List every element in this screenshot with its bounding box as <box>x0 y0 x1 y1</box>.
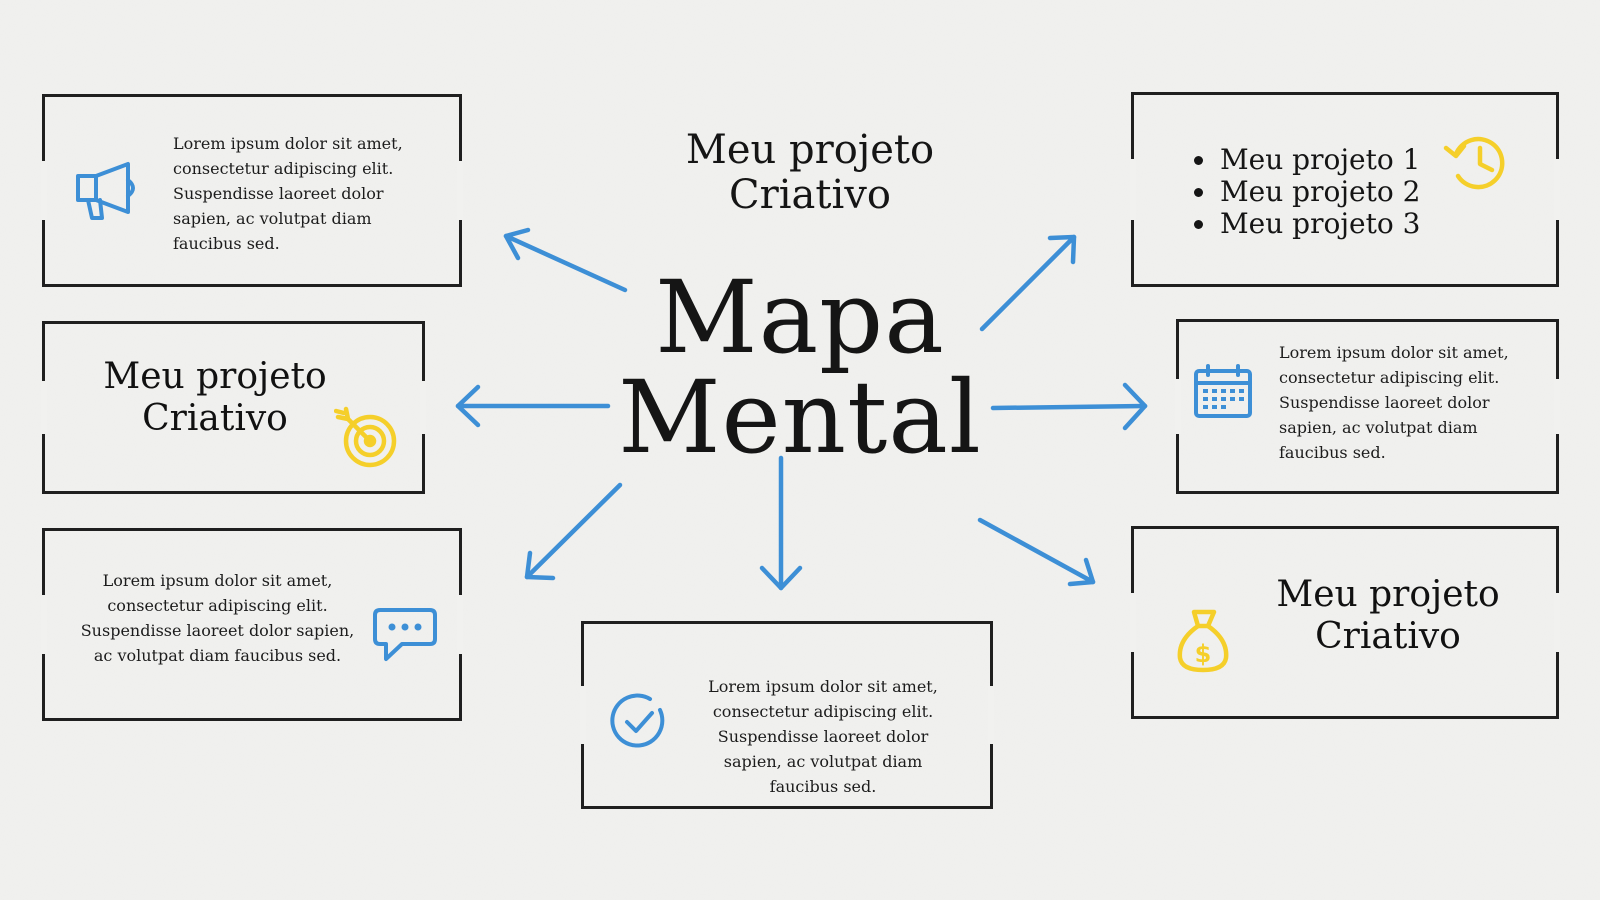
arrow-top-right <box>979 234 1077 332</box>
box-bottom-left-text: Lorem ipsum dolor sit amet, consectetur … <box>80 571 355 665</box>
box-mid-left <box>41 321 426 494</box>
chat-bubble-icon <box>373 608 437 661</box>
center-title: Mapa Mental <box>600 268 1000 468</box>
svg-text:$: $ <box>1195 640 1212 668</box>
box-bottom-left <box>41 528 463 721</box>
arrow-top-left <box>503 227 628 293</box>
box-bottom-center <box>580 621 994 809</box>
box-top-left-text: Lorem ipsum dolor sit amet, consectetur … <box>173 134 403 253</box>
target-icon <box>334 406 397 468</box>
center-subtitle: Meu projeto Criativo <box>610 128 1010 218</box>
box-bottom-right-title: Meu projeto Criativo <box>1228 574 1548 658</box>
arrow-mid-right <box>990 382 1148 431</box>
list-item: Meu projeto 1 <box>1218 144 1430 176</box>
box-mid-right <box>1175 319 1560 494</box>
check-circle-icon <box>610 693 665 748</box>
megaphone-icon <box>76 162 135 220</box>
box-mid-left-line1: Meu projeto <box>103 356 327 397</box>
box-top-right <box>1130 92 1560 287</box>
money-bag-icon: $ <box>1177 609 1229 673</box>
box-bottom-right-line1: Meu projeto <box>1276 574 1500 615</box>
box-mid-left-title: Meu projeto Criativo <box>60 356 370 440</box>
arrow-bottom-right <box>977 517 1096 587</box>
arrow-mid-left <box>455 384 611 428</box>
box-mid-right-text: Lorem ipsum dolor sit amet, consectetur … <box>1279 343 1509 462</box>
box-bottom-right <box>1130 526 1560 719</box>
arrow-bottom-left <box>524 482 623 581</box>
box-top-right-list: Meu projeto 1 Meu projeto 2 Meu projeto … <box>1190 144 1430 240</box>
calendar-icon <box>1194 364 1252 418</box>
center-title-line1: Mapa <box>655 259 945 376</box>
center-subtitle-line2: Criativo <box>729 172 891 218</box>
list-item: Meu projeto 2 <box>1218 176 1430 208</box>
list-item: Meu projeto 3 <box>1218 208 1430 240</box>
clock-history-icon <box>1443 136 1505 190</box>
arrow-bottom-center <box>759 455 803 591</box>
center-title-line2: Mental <box>618 359 982 476</box>
box-mid-left-line2: Criativo <box>142 398 288 439</box>
box-bottom-right-line2: Criativo <box>1315 616 1461 657</box>
box-bottom-center-text: Lorem ipsum dolor sit amet, consectetur … <box>708 677 938 796</box>
center-subtitle-line1: Meu projeto <box>685 127 935 173</box>
box-top-left <box>41 94 463 287</box>
